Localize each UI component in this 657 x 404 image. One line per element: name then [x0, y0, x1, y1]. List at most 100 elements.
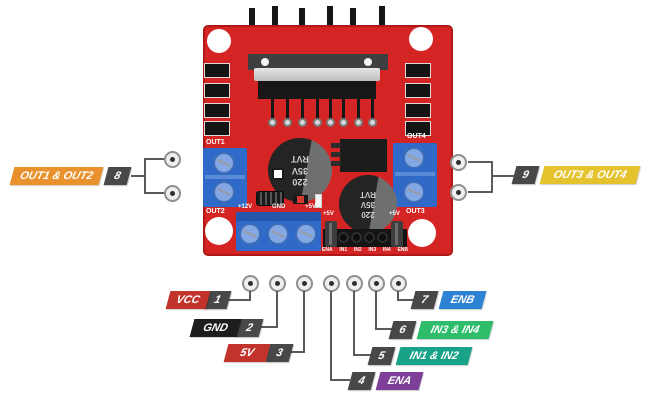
callout-number-5: 5 [367, 347, 396, 365]
regulator-leg [331, 161, 341, 166]
polarity-marker [272, 168, 284, 180]
connector-line [131, 175, 146, 177]
l298-chip [258, 81, 376, 99]
connector-line [330, 291, 332, 381]
connector-line [146, 158, 166, 160]
silk-out1: OUT1 [206, 139, 225, 146]
connector-line [468, 191, 493, 193]
connector-line [276, 291, 278, 328]
connector-line [468, 161, 493, 163]
smd-diode [204, 121, 230, 136]
wire-hole [164, 151, 181, 168]
callout-label-out1-out2: OUT1 & OUT2 [9, 167, 104, 185]
heatsink-bar [254, 68, 380, 81]
terminal-screw [213, 152, 235, 174]
chip-leg [342, 99, 345, 119]
silk-5v-jumper-right: +5V [389, 211, 400, 217]
smd-diode [204, 63, 230, 78]
wire-hole [323, 275, 340, 292]
solder-pad [298, 118, 307, 127]
solder-pad [339, 118, 348, 127]
connector-line [144, 158, 146, 194]
mounting-hole [408, 219, 436, 247]
terminal-screw [403, 181, 425, 203]
terminal-divider [395, 172, 435, 176]
silk-12v: +12V [238, 204, 253, 210]
cap-line: 220 [361, 210, 375, 219]
wire-hole [346, 275, 363, 292]
connector-line [332, 379, 350, 381]
callout-number-9: 9 [511, 166, 540, 184]
cap-line: RVT [291, 154, 309, 165]
silk-out4: OUT4 [407, 133, 426, 140]
terminal-screw [267, 223, 289, 245]
wire-hole [164, 185, 181, 202]
callout-label-ena: ENA [375, 372, 424, 390]
wire-hole [269, 275, 286, 292]
header-pin-top [364, 232, 375, 243]
connector-line [260, 326, 278, 328]
connector-line [493, 175, 515, 177]
chip-leg [271, 99, 274, 119]
callout-label-vcc: VCC [165, 291, 211, 309]
chip-leg [371, 99, 374, 119]
terminal-screw [295, 223, 317, 245]
silk-5v-jumper-left: +5V [323, 211, 334, 217]
chip-leg [316, 99, 319, 119]
mounting-hole [409, 27, 433, 51]
solder-pad [326, 118, 335, 127]
header-pin-top [377, 232, 388, 243]
solder-pad [268, 118, 277, 127]
bracket-screw [364, 58, 372, 66]
chip-leg [301, 99, 304, 119]
silk-in4: IN4 [382, 247, 391, 253]
cap-line: 35V [292, 165, 309, 176]
chip-leg [286, 99, 289, 119]
terminal-screw [239, 223, 261, 245]
cap-line: 220 [292, 176, 308, 187]
smd-diode [405, 63, 431, 78]
callout-number-8: 8 [103, 167, 132, 185]
cap-line: RVT [360, 190, 376, 199]
connector-line [290, 351, 305, 353]
silk-power-labels: +12V GND +5V [238, 204, 316, 210]
callout-number-6: 6 [388, 321, 417, 339]
bracket-screw [261, 58, 269, 66]
cap-line: 35V [360, 200, 376, 209]
solder-pad [354, 118, 363, 127]
silk-ena: ENA [322, 247, 333, 253]
chip-leg [329, 99, 332, 119]
connector-line [377, 328, 392, 330]
led-lens [297, 196, 304, 203]
callout-number-4: 4 [347, 372, 376, 390]
callout-number-7: 7 [410, 291, 439, 309]
smd-diode [405, 83, 431, 98]
smd-resistor [315, 194, 322, 208]
smd-diode [405, 121, 431, 136]
mounting-hole [205, 217, 233, 245]
solder-pad [283, 118, 292, 127]
connector-line [491, 161, 493, 193]
heatsink-bracket [248, 54, 388, 70]
terminal-divider [205, 175, 245, 179]
terminal-screw [213, 181, 235, 203]
callout-label-gnd: GND [189, 319, 242, 337]
chip-leg [357, 99, 360, 119]
connector-line [355, 354, 371, 356]
connector-line [146, 192, 166, 194]
silk-header-labels: ENA IN1 IN2 IN3 IN4 ENB [322, 247, 408, 253]
solder-pad [368, 118, 377, 127]
regulator-leg [331, 152, 341, 157]
wire-hole [296, 275, 313, 292]
connector-line [249, 291, 251, 301]
jumper-block [256, 191, 284, 206]
connector-line [228, 299, 251, 301]
connector-line [375, 291, 377, 330]
connector-line [353, 291, 355, 356]
callout-label-enb: ENB [438, 291, 487, 309]
callout-label-out3-out4: OUT3 & OUT4 [539, 166, 641, 184]
enb-jumper-cap [391, 221, 403, 247]
regulator-chip [340, 139, 387, 172]
silk-in3: IN3 [368, 247, 377, 253]
